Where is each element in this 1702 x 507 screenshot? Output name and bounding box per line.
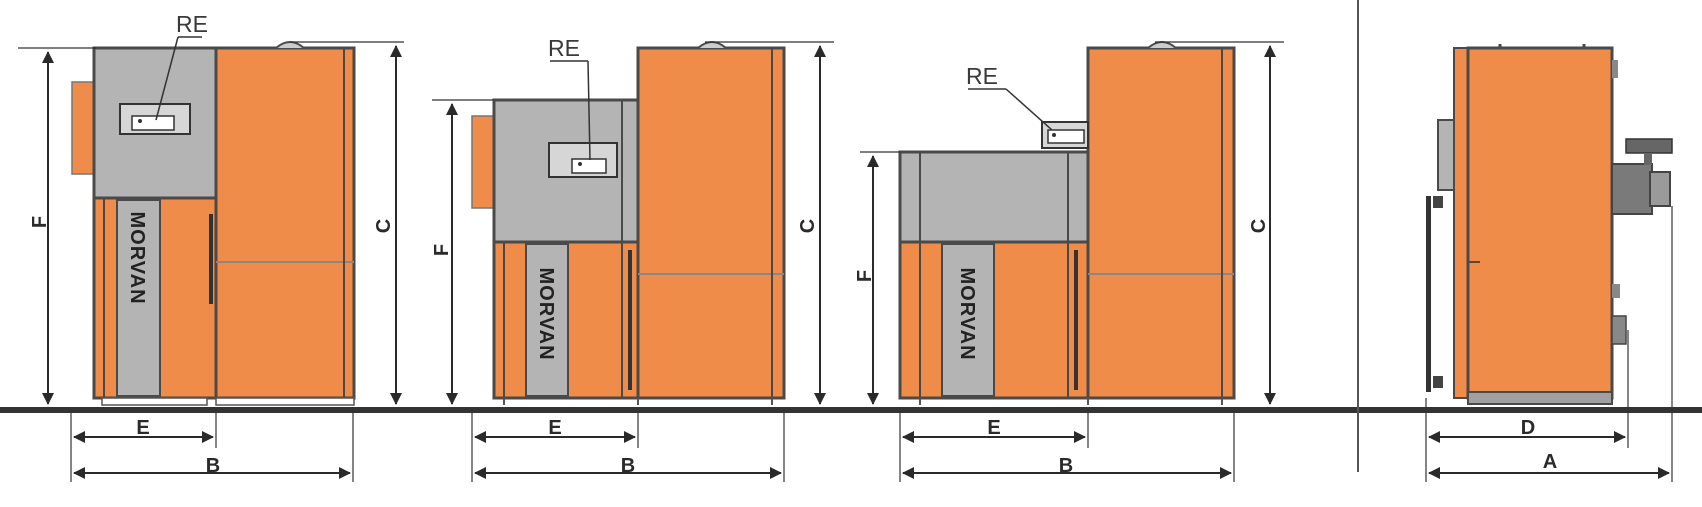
dim-label-e: E <box>136 417 149 439</box>
boiler-body <box>636 46 786 400</box>
dim-label-e: E <box>987 417 1000 439</box>
dim-label-a: A <box>1543 451 1557 473</box>
door-handle <box>209 214 213 304</box>
dim-label-f: F <box>854 270 876 282</box>
hopper-door <box>116 199 161 397</box>
brand-label: MORVAN <box>956 267 978 360</box>
boiler-body <box>1086 46 1236 400</box>
boiler-side-view: D A <box>1425 44 1673 482</box>
door-handle <box>628 250 632 390</box>
brand-label: MORVAN <box>535 267 557 360</box>
side-body <box>1466 46 1614 400</box>
dim-label-f: F <box>29 216 51 228</box>
re-label: RE <box>548 35 580 61</box>
boiler-unit-2: RE F C E B <box>431 35 834 482</box>
hopper-door <box>525 243 569 397</box>
boiler-body <box>214 46 356 400</box>
feed-tube <box>471 115 497 209</box>
dim-label-b: B <box>621 455 635 477</box>
door-handle <box>1074 250 1078 390</box>
brand-label: MORVAN <box>126 211 148 304</box>
hopper-upper-panel <box>898 150 1090 244</box>
side-door-handle <box>1426 196 1431 392</box>
side-front-panel <box>1453 47 1469 399</box>
side-hopper-strip <box>1437 119 1455 191</box>
feed-tube <box>71 81 97 175</box>
re-label: RE <box>176 11 208 37</box>
dim-label-e: E <box>548 417 561 439</box>
dim-label-c: C <box>797 219 819 233</box>
dim-label-b: B <box>1059 455 1073 477</box>
dim-label-c: C <box>1248 219 1270 233</box>
boiler-unit-1: RE F C E B <box>18 11 404 482</box>
dim-label-b: B <box>206 455 220 477</box>
flue-outlet <box>1611 163 1653 215</box>
dim-label-f: F <box>431 244 453 256</box>
hopper-door <box>941 243 995 397</box>
boiler-unit-3: RE F C E B <box>854 41 1284 482</box>
dim-label-d: D <box>1521 417 1535 439</box>
dim-label-c: C <box>373 219 395 233</box>
re-label: RE <box>966 63 998 89</box>
